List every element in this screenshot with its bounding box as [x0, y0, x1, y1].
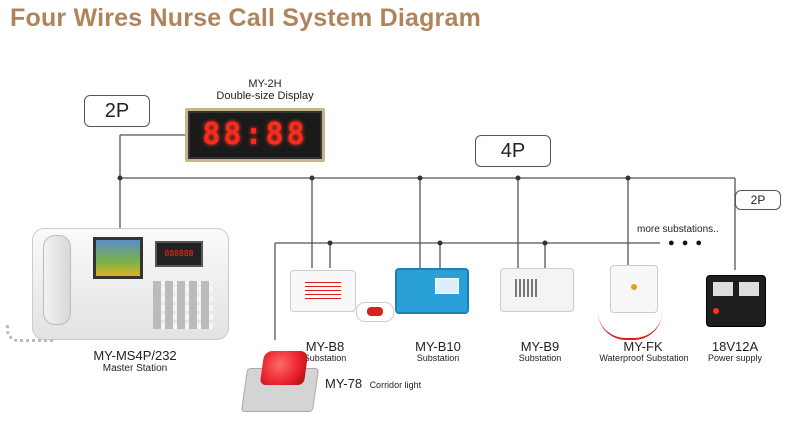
bus-wire-bubble: 4P	[475, 135, 551, 167]
display-wire-bubble: 2P	[84, 95, 150, 127]
device-name-power: Power supply	[707, 353, 763, 363]
corridor-light-device	[240, 351, 320, 412]
my-fk-device	[610, 265, 658, 313]
handset-icon	[43, 235, 71, 325]
device-model-b9: MY-B9	[520, 339, 560, 354]
keypad	[153, 281, 213, 329]
my-b9-device	[500, 268, 574, 312]
master-station: 888888	[32, 228, 229, 340]
display-digits: 88:88	[202, 117, 308, 152]
device-name-fk: Waterproof Substation	[599, 353, 689, 363]
speaker-grille-icon	[305, 281, 341, 299]
corridor-model-label: MY-78 Corridor light	[325, 375, 421, 393]
corridor-lamp-icon	[259, 351, 309, 385]
master-led-digits: 888888	[164, 249, 194, 258]
master-led-panel: 888888	[155, 241, 203, 267]
b10-window	[435, 278, 459, 294]
handset-cord	[6, 325, 55, 342]
more-substations-label: more substations..	[637, 224, 719, 235]
ellipsis-dots: ● ● ●	[668, 237, 705, 249]
display-model-label: MY-2H	[248, 78, 282, 90]
double-size-display: 88:88	[185, 108, 325, 162]
call-button-b8	[356, 302, 394, 322]
my-b8-device	[290, 270, 356, 312]
device-model-fk: MY-FK	[623, 339, 663, 354]
screen-image	[93, 237, 143, 279]
master-name-label: Master Station	[102, 363, 168, 374]
b9-grille	[515, 279, 539, 297]
display-wire-label: 2P	[104, 100, 130, 122]
my-b10-device	[395, 268, 469, 314]
display-name-label: Double-size Display	[216, 90, 314, 102]
corridor-model: MY-78	[325, 376, 363, 391]
device-name-b10: Substation	[416, 353, 460, 363]
device-name-b8: Substation	[303, 353, 347, 363]
bus-wire-label: 4P	[500, 140, 526, 162]
power-supply-device	[706, 275, 766, 327]
power-wire-label: 2P	[750, 193, 766, 207]
device-model-b8: MY-B8	[305, 339, 345, 354]
device-model-power: 18V12A	[711, 339, 759, 354]
device-model-b10: MY-B10	[415, 339, 461, 354]
fk-pull-cord	[598, 312, 662, 340]
master-model-label: MY-MS4P/232	[93, 348, 177, 363]
power-wire-bubble: 2P	[735, 190, 781, 210]
diagram-title: Four Wires Nurse Call System Diagram	[10, 4, 482, 32]
device-name-b9: Substation	[518, 353, 562, 363]
corridor-name: Corridor light	[369, 380, 422, 390]
